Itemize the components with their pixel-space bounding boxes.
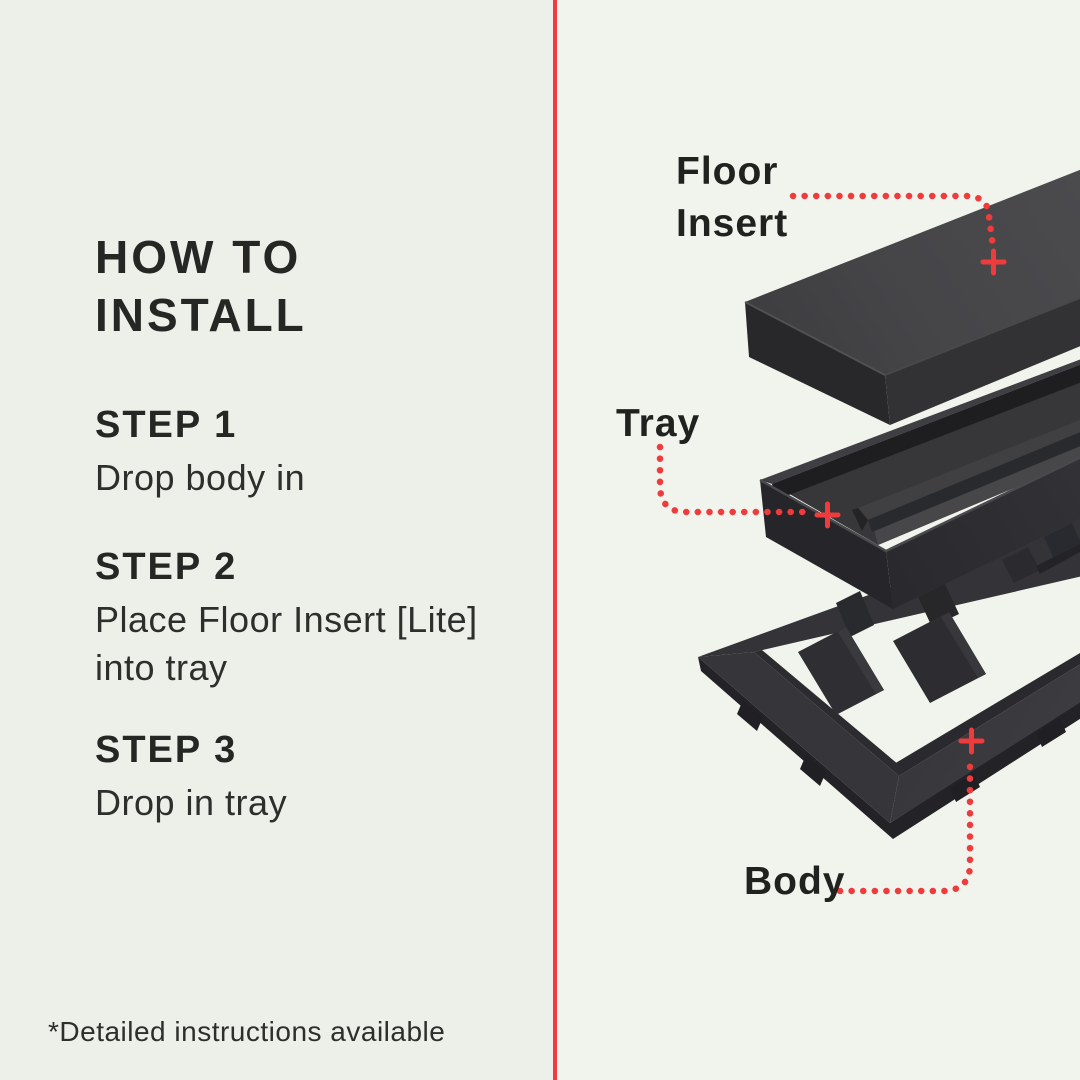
- body-dotted-line: [836, 759, 974, 895]
- page-title: HOW TO INSTALL: [95, 228, 307, 344]
- step-2: STEP 2 Place Floor Insert [Lite] into tr…: [95, 544, 478, 692]
- step-3-heading: STEP 3: [95, 729, 238, 771]
- step-3: STEP 3 Drop in tray: [95, 727, 287, 827]
- red-divider-line: [553, 0, 557, 1080]
- tray-part-illustration: [759, 359, 1080, 609]
- floor-insert-callout: [789, 192, 1007, 276]
- floor-insert-plus-marker-icon: [980, 248, 1007, 276]
- step-2-text-line1: Place Floor Insert [Lite]: [95, 599, 478, 640]
- tray-callout: [656, 443, 841, 529]
- body-plus-marker-icon: [958, 727, 985, 755]
- tray-label: Tray: [616, 402, 701, 445]
- body-label: Body: [744, 860, 846, 903]
- tray-dotted-line: [656, 443, 810, 516]
- step-2-text: Place Floor Insert [Lite] into tray: [95, 596, 478, 692]
- page-title-line1: HOW TO: [95, 231, 302, 283]
- step-2-text-line2: into tray: [95, 647, 228, 688]
- page-title-line2: INSTALL: [95, 289, 307, 341]
- floor-insert-part-illustration: [744, 169, 1080, 425]
- floor-insert-label-line1: Floor: [676, 150, 779, 193]
- step-1-text: Drop body in: [95, 457, 306, 498]
- left-text-panel: [0, 0, 553, 1080]
- floor-insert-label-line2: Insert: [676, 202, 789, 245]
- body-callout: [836, 727, 985, 895]
- step-3-text: Drop in tray: [95, 782, 288, 823]
- step-2-heading: STEP 2: [95, 546, 238, 588]
- footnote: *Detailed instructions available: [48, 1016, 446, 1047]
- step-1-heading: STEP 1: [95, 404, 238, 446]
- floor-insert-label: Floor Insert: [676, 146, 788, 250]
- step-1: STEP 1 Drop body in: [95, 402, 305, 502]
- tray-plus-marker-icon: [814, 501, 841, 529]
- floor-insert-dotted-line: [789, 192, 997, 251]
